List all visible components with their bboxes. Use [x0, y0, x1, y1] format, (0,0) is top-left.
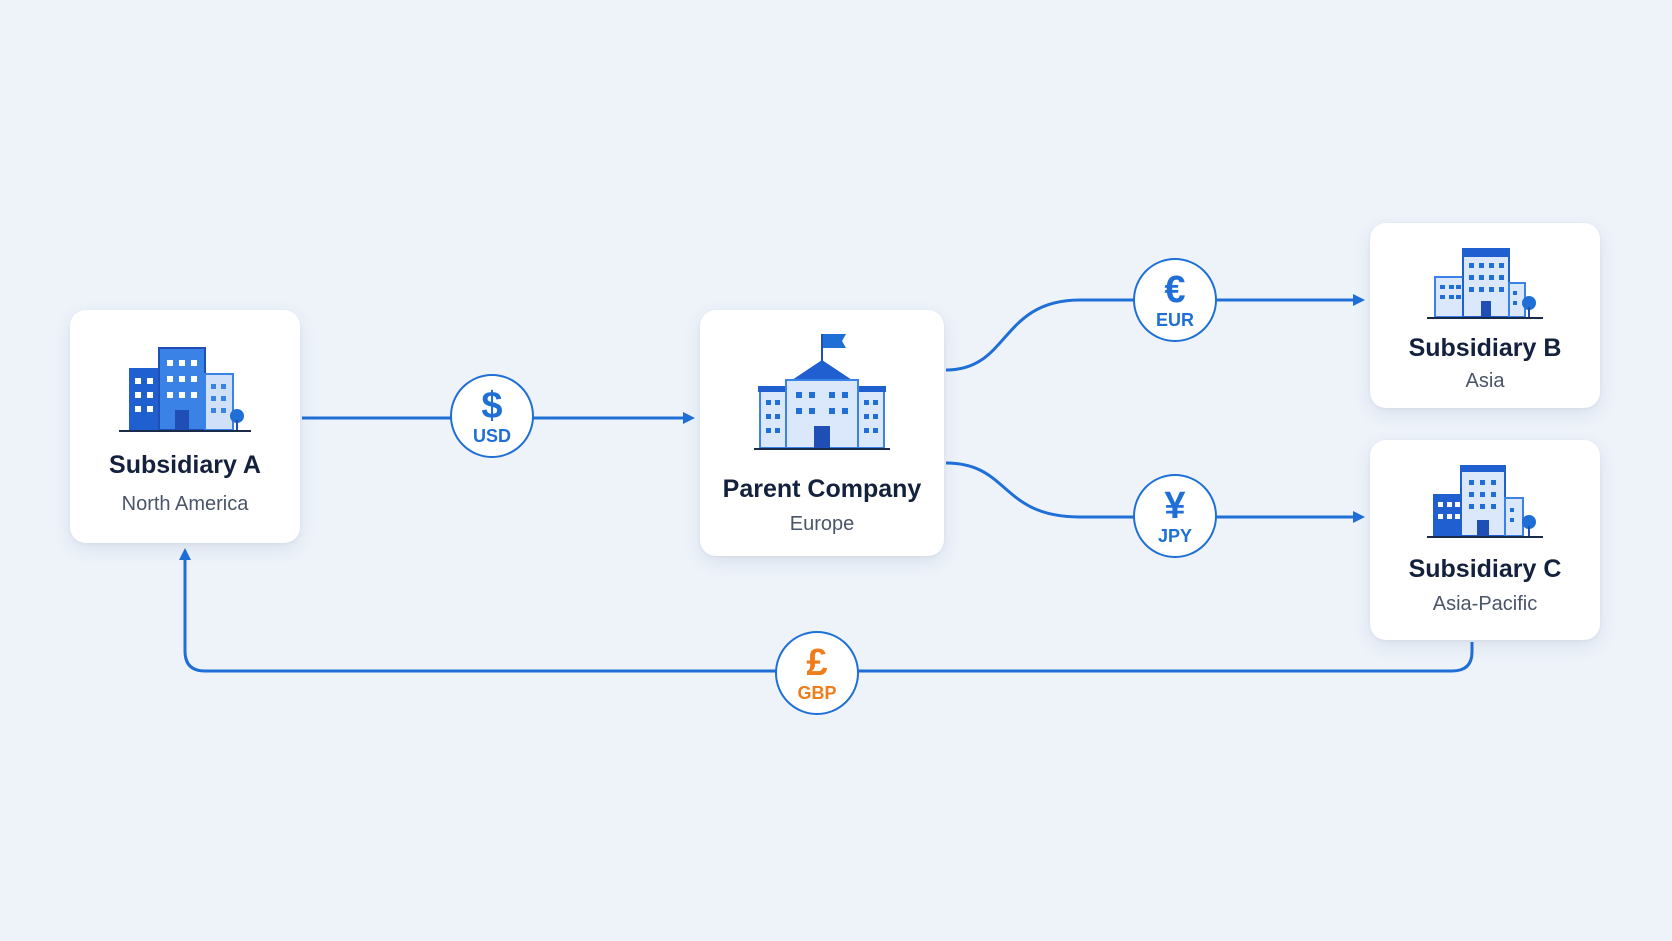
subsidiary-b-region: Asia	[1465, 370, 1505, 392]
subsidiary-c-name: Subsidiary C	[1408, 555, 1562, 583]
office-buildings-icon	[1427, 248, 1543, 319]
usd-code: USD	[472, 426, 511, 446]
subsidiary-c-region: Asia-Pacific	[1432, 593, 1538, 615]
euro-sign-icon: €	[1164, 269, 1186, 311]
flow-line-eur	[945, 294, 1365, 372]
flow-line-jpy	[945, 461, 1365, 523]
usd-currency-badge: $ USD	[450, 374, 534, 458]
dollar-sign-icon: $	[481, 385, 503, 427]
jpy-currency-badge: ¥ JPY	[1133, 474, 1217, 558]
office-buildings-icon	[1427, 465, 1543, 538]
yen-sign-icon: ¥	[1164, 485, 1186, 527]
subsidiary-a-region: North America	[121, 493, 249, 515]
subsidiary-c-card[interactable]: Subsidiary C Asia-Pacific	[1370, 440, 1600, 640]
eur-currency-badge: € EUR	[1133, 258, 1217, 342]
office-buildings-icon	[119, 347, 251, 432]
gbp-currency-badge: £ GBP	[775, 631, 859, 715]
parent-company-region: Europe	[789, 513, 855, 535]
parent-company-card[interactable]: Parent Company Europe	[700, 310, 944, 556]
subsidiary-a-card[interactable]: Subsidiary A North America	[70, 310, 300, 543]
gbp-code: GBP	[797, 683, 837, 703]
subsidiary-a-name: Subsidiary A	[109, 451, 261, 479]
subsidiary-b-name: Subsidiary B	[1408, 334, 1562, 362]
headquarters-flag-icon	[754, 334, 890, 450]
pound-sign-icon: £	[806, 642, 828, 684]
parent-company-name: Parent Company	[722, 475, 922, 503]
jpy-code: JPY	[1157, 526, 1193, 546]
eur-code: EUR	[1155, 310, 1194, 330]
subsidiary-b-card[interactable]: Subsidiary B Asia	[1370, 223, 1600, 408]
